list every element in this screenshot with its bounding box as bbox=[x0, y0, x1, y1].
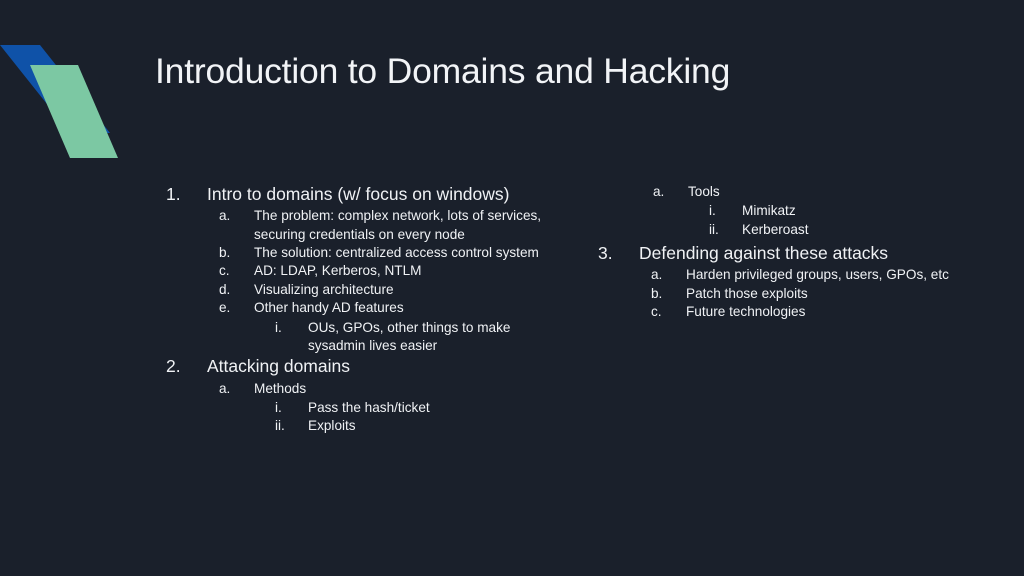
list-item: b. The solution: centralized access cont… bbox=[219, 244, 546, 262]
list-item-label: Mimikatz bbox=[742, 203, 796, 219]
list-item: ii. Exploits bbox=[275, 417, 546, 435]
corner-chevron-logo bbox=[0, 45, 118, 158]
list-item: i. Mimikatz bbox=[709, 202, 988, 220]
outline-list-level3: i. OUs, GPOs, other things to make sysad… bbox=[254, 319, 546, 356]
list-item-label: Other handy AD features bbox=[254, 300, 404, 316]
list-item: c. AD: LDAP, Kerberos, NTLM bbox=[219, 262, 546, 280]
list-item-label: AD: LDAP, Kerberos, NTLM bbox=[254, 263, 422, 279]
list-marker: ii. bbox=[275, 418, 285, 434]
outline-list-level1: 3. Defending against these attacks a. Ha… bbox=[598, 242, 988, 321]
list-item-label: Harden privileged groups, users, GPOs, e… bbox=[686, 267, 949, 283]
list-item-label: The problem: complex network, lots of se… bbox=[254, 208, 542, 242]
list-item: d. Visualizing architecture bbox=[219, 281, 546, 299]
outline-list-level1: 1. Intro to domains (w/ focus on windows… bbox=[166, 183, 546, 436]
list-marker: a. bbox=[219, 208, 231, 224]
list-item-label: The solution: centralized access control… bbox=[254, 245, 539, 261]
outline-list-level3: i. Mimikatz ii. Kerberoast bbox=[688, 202, 988, 239]
outline-right-column: a. Tools i. Mimikatz ii. Kerberoast bbox=[598, 183, 988, 322]
list-item: 3. Defending against these attacks a. Ha… bbox=[598, 242, 988, 321]
list-marker: 2. bbox=[166, 356, 181, 377]
list-marker: b. bbox=[651, 285, 663, 301]
list-item: b. Patch those exploits bbox=[651, 285, 988, 303]
outline-list-level2: a. Tools i. Mimikatz ii. Kerberoast bbox=[598, 183, 988, 239]
list-marker: d. bbox=[219, 281, 231, 297]
list-marker: b. bbox=[219, 245, 231, 261]
list-marker: 3. bbox=[598, 243, 613, 264]
list-item-label: Intro to domains (w/ focus on windows) bbox=[207, 184, 510, 204]
list-item: a. The problem: complex network, lots of… bbox=[219, 207, 546, 244]
list-item-label: Attacking domains bbox=[207, 356, 350, 377]
list-item: 2. Attacking domains a. Methods i. Pass … bbox=[166, 355, 546, 435]
outline-list-level2: a. The problem: complex network, lots of… bbox=[207, 207, 546, 355]
list-marker: a. bbox=[653, 184, 665, 199]
outline-left-column: 1. Intro to domains (w/ focus on windows… bbox=[166, 183, 546, 436]
list-item-label: Defending against these attacks bbox=[639, 243, 889, 264]
list-marker: i. bbox=[275, 399, 282, 415]
list-marker: ii. bbox=[709, 221, 719, 237]
outline-list-level2: a. Methods i. Pass the hash/ticket ii. E… bbox=[207, 380, 546, 436]
list-item: i. Pass the hash/ticket bbox=[275, 399, 546, 417]
list-item: a. Methods i. Pass the hash/ticket ii. E… bbox=[219, 380, 546, 436]
list-item-label: Patch those exploits bbox=[686, 285, 808, 301]
list-item: a. Tools i. Mimikatz ii. Kerberoast bbox=[653, 183, 988, 239]
list-item-label: OUs, GPOs, other things to make sysadmin… bbox=[308, 319, 511, 353]
list-item-label: Visualizing architecture bbox=[254, 281, 394, 297]
logo-green-parallelogram bbox=[30, 65, 118, 158]
list-item: 1. Intro to domains (w/ focus on windows… bbox=[166, 183, 546, 355]
list-marker: a. bbox=[651, 267, 663, 283]
list-marker: 1. bbox=[166, 184, 181, 204]
list-item-label: Exploits bbox=[308, 418, 356, 434]
outline-body: 1. Intro to domains (w/ focus on windows… bbox=[0, 183, 1024, 533]
page-title: Introduction to Domains and Hacking bbox=[155, 51, 731, 91]
list-item: e. Other handy AD features i. OUs, GPOs,… bbox=[219, 299, 546, 355]
list-marker: i. bbox=[709, 203, 716, 219]
outline-list-level2: a. Harden privileged groups, users, GPOs… bbox=[639, 266, 988, 321]
list-marker: e. bbox=[219, 300, 231, 316]
list-item-label: Future technologies bbox=[686, 304, 806, 320]
list-item-label: Kerberoast bbox=[742, 221, 809, 237]
outline-list-level3: i. Pass the hash/ticket ii. Exploits bbox=[254, 399, 546, 436]
list-marker: c. bbox=[219, 263, 230, 279]
list-item: ii. Kerberoast bbox=[709, 221, 988, 239]
list-item-label: Pass the hash/ticket bbox=[308, 399, 430, 415]
list-marker: a. bbox=[219, 380, 231, 396]
list-item: c. Future technologies bbox=[651, 303, 988, 321]
list-item-label: Tools bbox=[688, 184, 720, 199]
list-item-label: Methods bbox=[254, 380, 307, 396]
list-marker: c. bbox=[651, 304, 662, 320]
list-item: a. Harden privileged groups, users, GPOs… bbox=[651, 266, 988, 284]
list-marker: i. bbox=[275, 319, 282, 335]
logo-blue-parallelogram bbox=[0, 45, 110, 133]
list-item: i. OUs, GPOs, other things to make sysad… bbox=[275, 319, 546, 356]
